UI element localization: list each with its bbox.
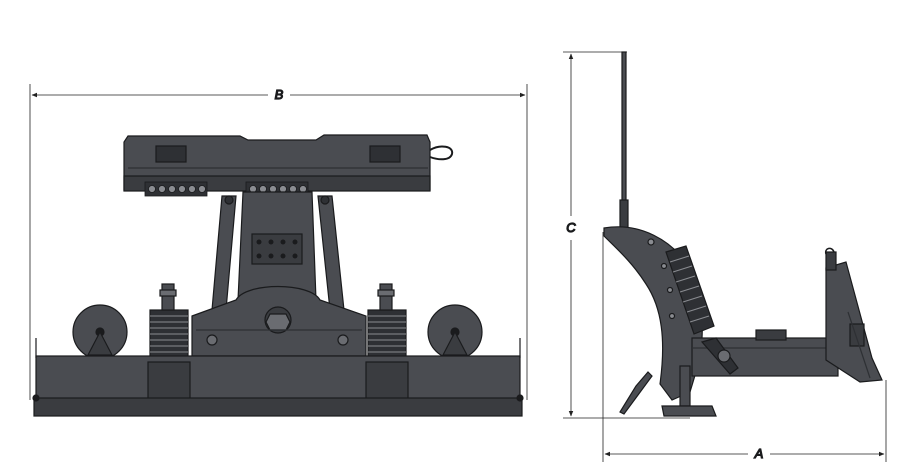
port-row-left [144,181,208,197]
dimension-a [602,232,887,462]
spring-assembly-left [149,283,189,361]
spring-assembly-right [367,283,407,361]
wheel-right [427,304,483,360]
moldboard-blade [32,338,524,417]
side-view: C A [563,51,887,462]
trip-spring [665,245,715,335]
wheel-left [72,304,128,360]
blade-marker-rod [619,51,629,231]
shoe-skid [661,365,717,417]
cutting-edge [619,371,653,415]
dimension-c [563,51,690,419]
mount-hook [429,145,454,161]
dimension-c-label: C [566,220,576,235]
lift-cylinder-right [317,195,345,311]
dimension-a-label: A [754,446,764,461]
pivot-housing [191,286,367,357]
push-beam [691,329,840,377]
lift-cylinder-left [211,195,237,311]
central-mast [237,191,317,301]
dimension-b [29,84,528,400]
dimension-b-label: B [275,87,284,102]
mount-plate [824,247,883,383]
front-view: B [29,84,528,417]
mount-frame [123,134,431,192]
